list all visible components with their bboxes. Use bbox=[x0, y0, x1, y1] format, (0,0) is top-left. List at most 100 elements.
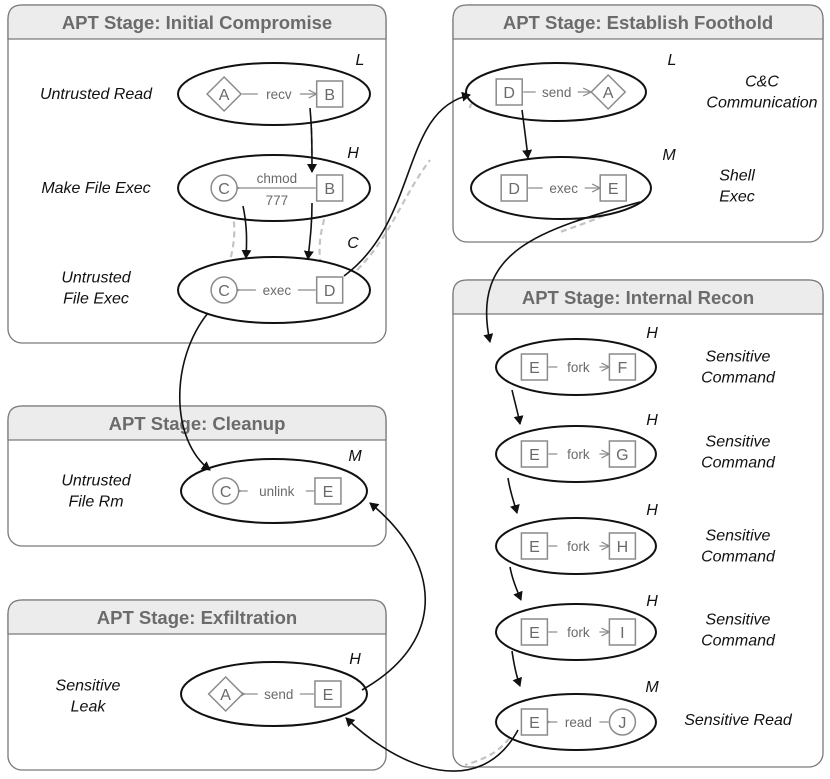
flow-arrow bbox=[507, 477, 520, 514]
severity-tag: H bbox=[347, 145, 359, 162]
node-e: E bbox=[520, 532, 549, 560]
node-e: E bbox=[314, 477, 342, 505]
node-letter: F bbox=[618, 360, 628, 377]
severity-tag: L bbox=[668, 52, 677, 69]
flow-arrow bbox=[483, 201, 641, 343]
node-letter: E bbox=[323, 687, 334, 704]
flow-arrow bbox=[511, 650, 522, 687]
node-letter: H bbox=[617, 539, 629, 556]
node-square bbox=[315, 80, 344, 108]
node-letter: D bbox=[324, 283, 336, 300]
edge-label: exec bbox=[263, 283, 292, 298]
node-square bbox=[608, 532, 637, 560]
edge-label: fork bbox=[567, 447, 590, 462]
dependency-link bbox=[468, 93, 501, 109]
stage-title: APT Stage: Cleanup bbox=[109, 413, 286, 434]
node-square bbox=[520, 618, 549, 646]
event-ellipse bbox=[180, 458, 368, 524]
node-d: D bbox=[495, 78, 523, 106]
node-i: I bbox=[608, 618, 637, 646]
node-square bbox=[315, 276, 344, 304]
stage-header bbox=[7, 4, 387, 40]
node-e: E bbox=[599, 174, 627, 202]
dependency-link bbox=[464, 729, 516, 767]
node-square bbox=[520, 532, 549, 560]
step-label: Sensitive Read bbox=[684, 712, 793, 729]
edge-label: exec bbox=[549, 181, 578, 196]
node-square bbox=[608, 440, 637, 468]
stage-header bbox=[452, 4, 824, 40]
edge-label: send bbox=[264, 687, 293, 702]
node-e: E bbox=[520, 618, 549, 646]
node-square bbox=[315, 174, 344, 202]
node-circle bbox=[210, 174, 238, 202]
node-letter: C bbox=[220, 484, 232, 501]
flow-arrow bbox=[241, 205, 252, 259]
node-letter: I bbox=[620, 625, 624, 642]
node-d: D bbox=[315, 276, 344, 304]
node-c: C bbox=[210, 276, 238, 304]
node-f: F bbox=[608, 353, 637, 381]
step-label: Make File Exec bbox=[41, 180, 150, 197]
node-e: E bbox=[520, 353, 549, 381]
node-e: E bbox=[520, 440, 549, 468]
edge-label: send bbox=[542, 85, 571, 100]
edge-label: fork bbox=[567, 360, 590, 375]
stage-title: APT Stage: Exfiltration bbox=[97, 607, 297, 628]
dependency-link bbox=[349, 159, 431, 278]
severity-tag: L bbox=[356, 52, 365, 69]
node-circle bbox=[608, 708, 637, 736]
edge-label: fork bbox=[567, 625, 590, 640]
node-letter: E bbox=[529, 715, 540, 732]
stage-title: APT Stage: Establish Foothold bbox=[503, 12, 773, 33]
node-b: B bbox=[315, 174, 344, 202]
node-g: G bbox=[608, 440, 637, 468]
node-diamond bbox=[590, 73, 627, 111]
edge-label: unlink bbox=[259, 484, 295, 499]
node-e: E bbox=[314, 680, 342, 708]
stage-header bbox=[7, 405, 387, 441]
node-letter: D bbox=[508, 181, 520, 198]
node-letter: B bbox=[324, 87, 335, 104]
node-square bbox=[520, 708, 549, 736]
node-square bbox=[599, 174, 627, 202]
flow-arrow bbox=[303, 202, 314, 260]
flow-arrow bbox=[343, 91, 471, 277]
event-ellipse bbox=[495, 517, 657, 575]
event-ellipse bbox=[495, 603, 657, 661]
node-letter: E bbox=[529, 447, 540, 464]
severity-tag: H bbox=[646, 593, 658, 610]
node-a: A bbox=[207, 675, 244, 713]
node-c: C bbox=[210, 174, 238, 202]
severity-tag: C bbox=[347, 235, 359, 252]
flow-arrows bbox=[178, 91, 641, 772]
severity-tag: H bbox=[646, 325, 658, 342]
severity-tag: M bbox=[662, 147, 676, 164]
flow-arrow bbox=[509, 566, 523, 601]
event-ellipse bbox=[470, 156, 652, 220]
event-ellipse bbox=[495, 338, 657, 396]
node-letter: C bbox=[218, 181, 230, 198]
flow-arrow bbox=[345, 717, 519, 772]
node-h: H bbox=[608, 532, 637, 560]
node-letter: D bbox=[503, 85, 515, 102]
node-circle bbox=[211, 477, 240, 505]
